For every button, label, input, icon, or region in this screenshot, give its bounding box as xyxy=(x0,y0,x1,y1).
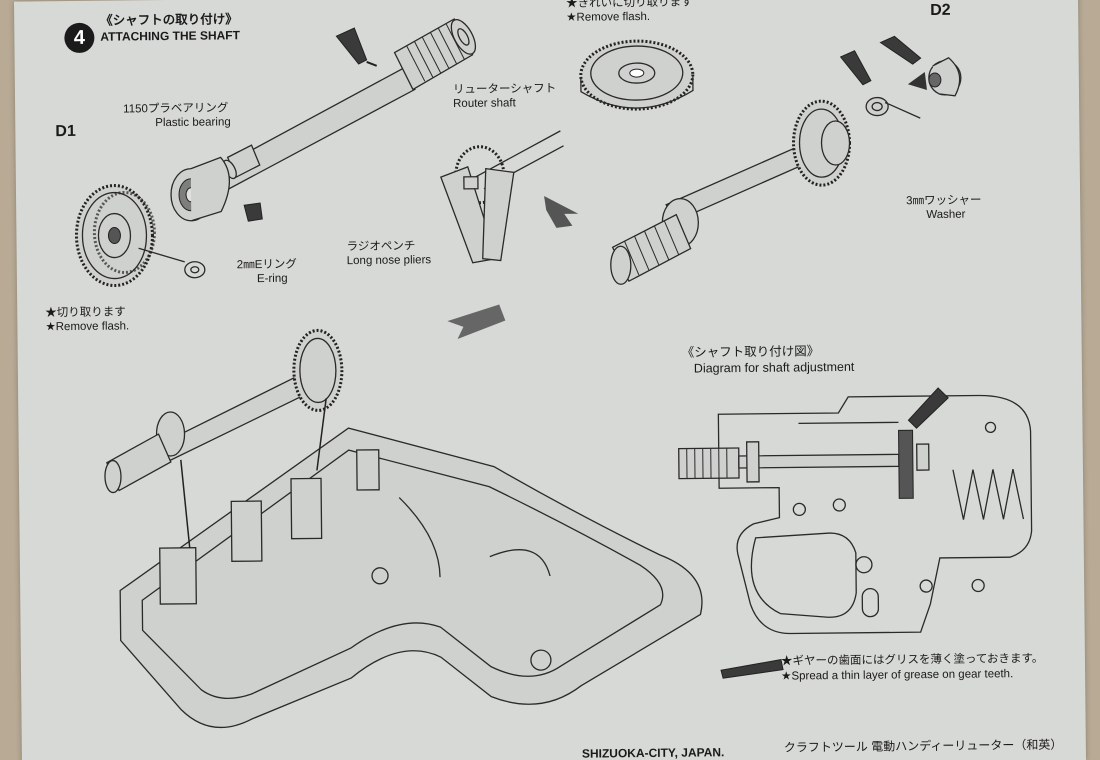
step-title-en: ATTACHING THE SHAFT xyxy=(100,28,240,44)
part-d1-label: D1 xyxy=(55,122,76,141)
shaft-adjustment-diagram xyxy=(678,387,1033,635)
instruction-sheet: 4 《シャフトの取り付け》 ATTACHING THE SHAFT 1150プラ… xyxy=(13,0,1087,760)
shaft-label-jp: リューターシャフト xyxy=(452,82,557,97)
remove-flash-top-jp: ★きれいに切り取ります xyxy=(565,0,693,10)
remove-flash-left-jp: ★切り取ります xyxy=(45,306,126,320)
washer-label-en: Washer xyxy=(926,208,966,222)
step-number-badge: 4 xyxy=(64,22,95,54)
shaft-assembly-illustration xyxy=(610,35,962,285)
washer-label-jp: 3㎜ワッシャー xyxy=(906,194,982,208)
arrow-left-icon xyxy=(447,304,506,339)
long-nose-pliers-illustration xyxy=(440,130,564,264)
gear-d1-illustration xyxy=(74,184,156,288)
ering-label-en: E-ring xyxy=(256,272,288,286)
housing-assembly-illustration xyxy=(104,328,703,729)
pliers-label-jp: ラジオペンチ xyxy=(346,240,416,254)
arrow-into-bearing-icon xyxy=(907,72,927,91)
grease-tube-icon xyxy=(243,202,263,222)
part-d2-label: D2 xyxy=(930,1,951,19)
bearing-label-en: Plastic bearing xyxy=(155,116,231,130)
step-title-jp: 《シャフトの取り付け》 xyxy=(100,12,238,28)
remove-flash-top-en: ★Remove flash. xyxy=(566,10,651,24)
pliers-label-en: Long nose pliers xyxy=(346,254,432,268)
diagram-title-jp: 《シャフト取り付け図》 xyxy=(681,344,820,360)
plastic-bearing-illustration xyxy=(170,156,231,222)
ering-label-jp: 2㎜Eリング xyxy=(236,258,297,272)
e-ring-illustration xyxy=(138,247,206,279)
grease-tube-legend-icon xyxy=(720,659,784,679)
remove-flash-left-en: ★Remove flash. xyxy=(45,320,130,334)
gear-remove-flash-illustration xyxy=(579,39,695,111)
shaft-label-en: Router shaft xyxy=(453,97,516,110)
footer-address: SHIZUOKA-CITY, JAPAN. xyxy=(581,745,725,760)
assembly-illustrations xyxy=(74,18,1033,729)
grease-note-jp: ★ギヤーの歯面にはグリスを薄く塗っておきます。 xyxy=(780,652,1044,668)
bearing-label-jp: 1150プラベアリング xyxy=(123,102,229,116)
grease-note-en: ★Spread a thin layer of grease on gear t… xyxy=(781,668,1014,683)
diagram-title-en: Diagram for shaft adjustment xyxy=(693,359,855,376)
router-shaft-illustration xyxy=(214,18,477,191)
arrow-right-icon xyxy=(544,196,579,228)
